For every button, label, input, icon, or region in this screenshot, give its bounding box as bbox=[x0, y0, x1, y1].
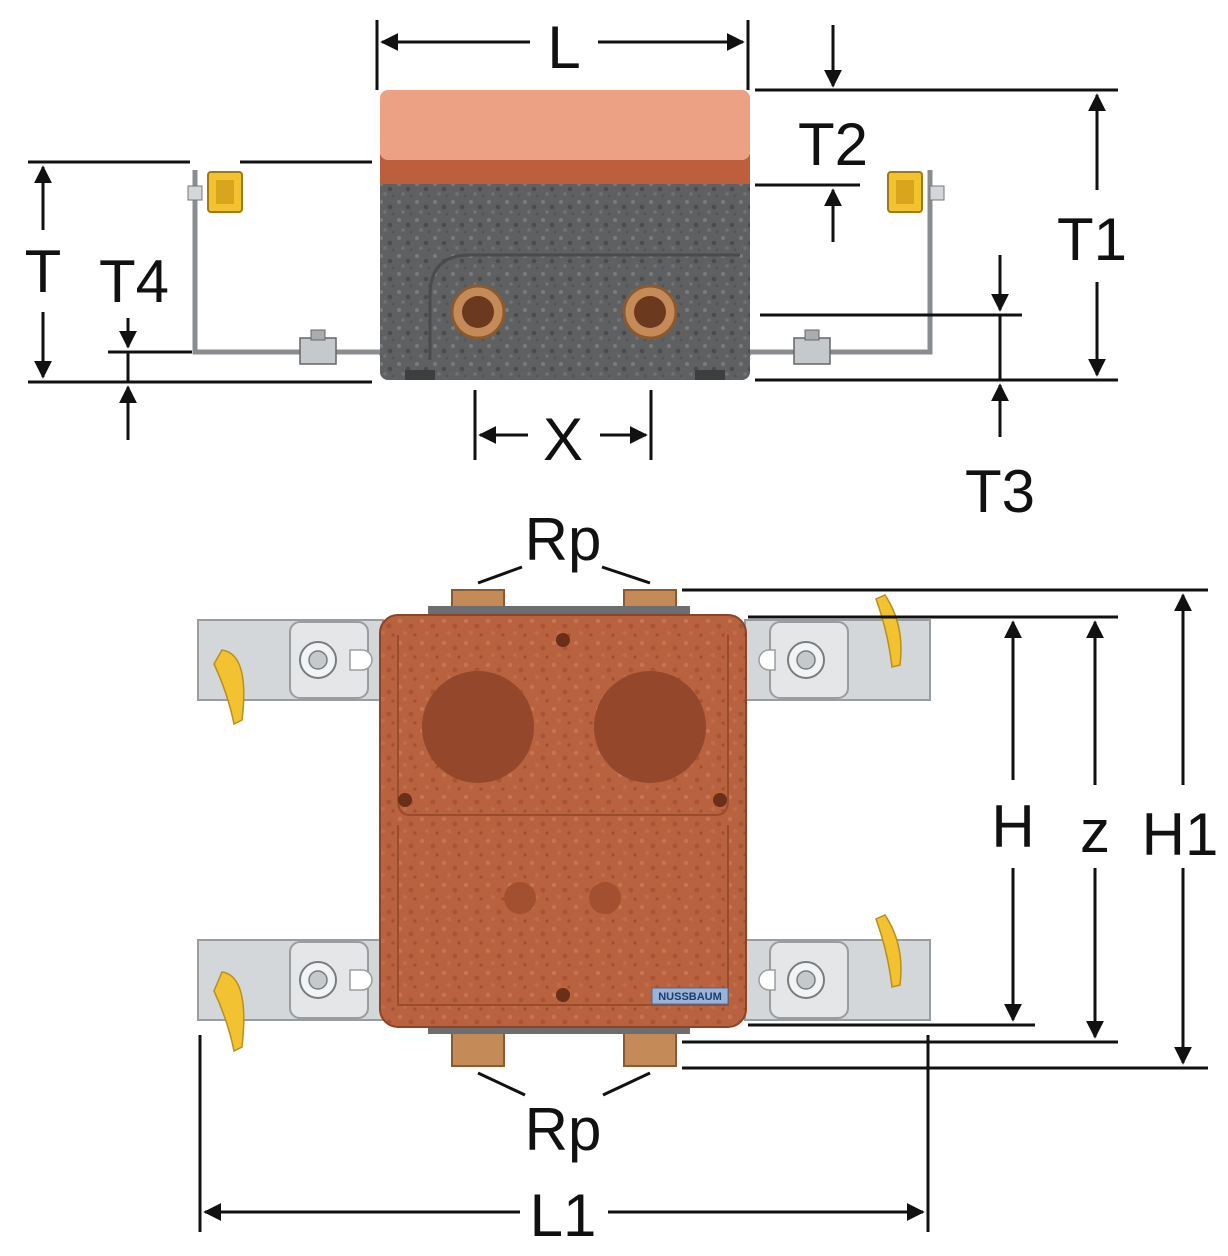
label-X: X bbox=[543, 406, 583, 473]
screw-right bbox=[793, 329, 831, 365]
knockout-right bbox=[594, 671, 706, 783]
brand-text: NUSSBAUM bbox=[658, 991, 722, 1003]
base-slot-left bbox=[405, 370, 435, 380]
label-Rp-top: Rp bbox=[525, 506, 602, 573]
pipe-socket-right bbox=[622, 284, 678, 340]
label-T1: T1 bbox=[1057, 206, 1127, 273]
body-groove bbox=[428, 253, 740, 360]
bracket-bottom-right bbox=[744, 914, 931, 1021]
body-seam-lower bbox=[397, 825, 729, 1006]
bracket-top-left bbox=[197, 619, 384, 726]
knockout-small-left bbox=[504, 882, 536, 914]
lid-top bbox=[380, 90, 750, 160]
side-view: L T2 T1 T3 T T4 X bbox=[25, 14, 1127, 525]
bracket-left-plate bbox=[187, 185, 203, 201]
bracket-right-plate bbox=[929, 185, 945, 201]
fixing-hole-right bbox=[713, 793, 727, 807]
brand-badge: NUSSBAUM bbox=[651, 987, 729, 1005]
pipe-stub-bottom-left bbox=[451, 1029, 505, 1067]
label-H: H bbox=[991, 793, 1034, 860]
label-Rp-bottom: Rp bbox=[525, 1096, 602, 1163]
knockout-left bbox=[422, 671, 534, 783]
label-T: T bbox=[25, 238, 62, 305]
screw-left bbox=[299, 329, 337, 365]
label-z: z bbox=[1080, 798, 1110, 865]
Rp-top-leader-left bbox=[477, 565, 523, 585]
label-H1: H1 bbox=[1142, 801, 1219, 868]
pipe-socket-left bbox=[450, 284, 506, 340]
knockout-small-right bbox=[589, 882, 621, 914]
label-L1: L1 bbox=[530, 1182, 597, 1249]
Rp-top-leader-right bbox=[601, 565, 651, 585]
label-L: L bbox=[547, 14, 580, 81]
Rp-bottom-leader-left bbox=[477, 1071, 526, 1097]
fixing-hole-bottom bbox=[556, 988, 570, 1002]
bracket-top-right bbox=[744, 594, 931, 701]
label-T4: T4 bbox=[99, 248, 169, 315]
label-T3: T3 bbox=[965, 458, 1035, 525]
insulation-body bbox=[379, 614, 747, 1028]
label-T2: T2 bbox=[798, 111, 868, 178]
fixing-hole-top bbox=[556, 633, 570, 647]
front-view: NUSSBAUM Rp Rp H1 z H L1 bbox=[197, 506, 1219, 1249]
clip-right bbox=[887, 171, 923, 213]
base-slot-right bbox=[695, 370, 725, 380]
body-seam bbox=[397, 635, 729, 816]
Rp-bottom-leader-right bbox=[602, 1071, 651, 1097]
bracket-bottom-left bbox=[197, 939, 384, 1053]
pipe-stub-bottom-right bbox=[623, 1029, 677, 1067]
clip-left bbox=[207, 171, 243, 213]
fixing-hole-left bbox=[398, 793, 412, 807]
